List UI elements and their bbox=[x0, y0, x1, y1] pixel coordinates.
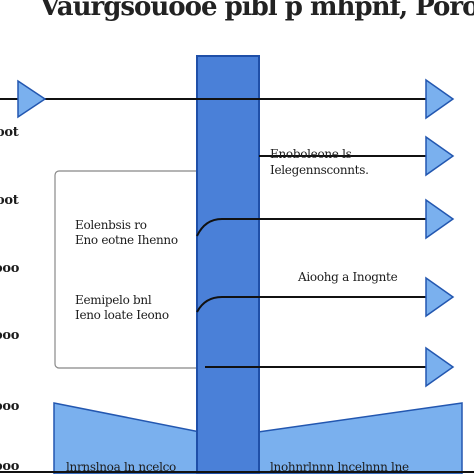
right-label-2: Aioohg a Inognte bbox=[298, 270, 398, 284]
left-label-3: ooo bbox=[0, 261, 20, 276]
output-arrow-3 bbox=[425, 198, 455, 240]
output-arrow-2 bbox=[425, 135, 455, 177]
branch-line-2 bbox=[196, 218, 426, 237]
branch-line-3 bbox=[196, 296, 426, 313]
base-label-left: lnrnslnoa ln ncelco bbox=[66, 460, 176, 474]
panel-label-1a: Eolenbsis ro bbox=[75, 218, 147, 232]
left-label-6: ooo bbox=[0, 459, 20, 474]
left-label-4: ooo bbox=[0, 328, 20, 343]
output-arrow-5 bbox=[425, 346, 455, 388]
right-label-1b: Ielegennsconnts. bbox=[270, 163, 369, 177]
diagram-title: Vaurgsouooe pibl p mhpnf, Poro bbox=[40, 0, 474, 22]
right-label-1a: Enoboleone ls bbox=[270, 147, 352, 161]
panel-label-2b: Ieno loate Ieono bbox=[75, 308, 169, 322]
central-bar bbox=[196, 55, 260, 474]
left-label-5: ooo bbox=[0, 399, 20, 414]
panel-label-2a: Eemipelo bnl bbox=[75, 293, 152, 307]
base-label-right: lnohnrlnnn lncelnnn lne bbox=[270, 460, 409, 474]
input-arrow bbox=[17, 79, 47, 119]
output-arrow-1 bbox=[425, 78, 455, 120]
side-panel bbox=[54, 170, 206, 369]
panel-label-1b: Eno eotne Ihenno bbox=[75, 233, 178, 247]
left-label-2: oot bbox=[0, 193, 19, 208]
output-arrow-4 bbox=[425, 276, 455, 318]
left-label-1: oot bbox=[0, 125, 19, 140]
